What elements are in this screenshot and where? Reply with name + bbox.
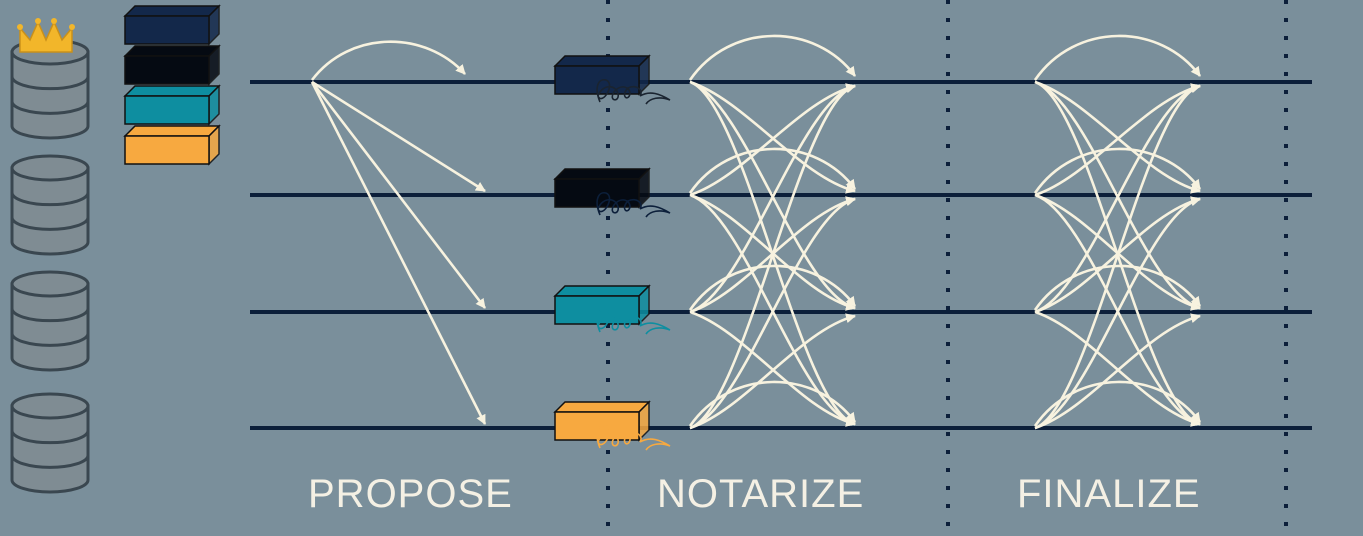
finalize-arrow-4-3: [1034, 313, 1201, 430]
proposed-block-navy: [553, 54, 651, 96]
database-icon: [10, 38, 90, 140]
queue-block-teal: [123, 84, 221, 126]
database-top: [10, 154, 90, 182]
crown-jewel-4: [69, 24, 75, 30]
queue-block-orange-front: [124, 135, 210, 165]
proposed-block-black-top: [553, 168, 651, 180]
propose-arrow-4: [310, 81, 487, 425]
signature-icon: [596, 191, 671, 218]
crown-jewel-1: [17, 24, 23, 30]
queue-block-navy-top: [123, 5, 221, 17]
database-top: [10, 270, 90, 298]
database-band-1: [10, 192, 90, 207]
finalize-arrow-2-2: [1033, 147, 1202, 194]
queue-block-black: [123, 44, 221, 86]
finalize-arrow-4-2: [1034, 196, 1201, 430]
database-body: [10, 404, 90, 494]
queue-block-teal-front: [124, 95, 210, 125]
notarize-arrow-2-2: [688, 147, 857, 194]
notarize-arrow-4-1: [689, 83, 856, 430]
propose-arrow-3: [310, 81, 487, 309]
database-body: [10, 166, 90, 256]
queue-block-orange-top: [123, 125, 221, 137]
queue-block-orange: [123, 124, 221, 166]
database-band-1: [10, 430, 90, 445]
phase-label-finalize: FINALIZE: [1017, 472, 1201, 516]
proposed-block-teal: [553, 284, 651, 326]
signature-icon: [596, 78, 671, 105]
proposed-block-orange: [553, 400, 651, 442]
database-body: [10, 50, 90, 140]
notarize-arrow-4-2: [689, 196, 856, 430]
database-band-1: [10, 76, 90, 91]
propose-arrow-2: [311, 80, 486, 193]
finalize-arrow-4-4: [1033, 380, 1202, 427]
crown-icon: [17, 18, 75, 53]
notarize-arrow-3-1: [689, 83, 856, 314]
notarize-arrow-4-4: [688, 380, 857, 427]
database-icon: [10, 154, 90, 256]
finalize-arrow-1-1: [1033, 34, 1202, 81]
database-icon: [10, 392, 90, 494]
signature-icon: [596, 308, 671, 335]
crown-jewel-2: [35, 18, 41, 24]
propose-arrow-1: [310, 40, 466, 81]
database-top: [10, 392, 90, 420]
database-body: [10, 282, 90, 372]
phase-label-propose: PROPOSE: [308, 472, 513, 516]
database-band-2: [10, 217, 90, 231]
proposed-block-black: [553, 167, 651, 209]
notarize-arrow-3-3: [688, 264, 857, 311]
proposed-block-orange-top: [553, 401, 651, 413]
notarize-arrow-1-2: [689, 80, 856, 194]
finalize-arrow-2-1: [1034, 83, 1201, 197]
notarize-arrow-1-1: [688, 34, 857, 81]
phase-label-notarize: NOTARIZE: [657, 472, 865, 516]
finalize-arrow-4-1: [1034, 83, 1201, 430]
proposed-block-teal-top: [553, 285, 651, 297]
database-band-1: [10, 308, 90, 323]
queue-block-teal-top: [123, 85, 221, 97]
finalize-arrow-3-1: [1034, 83, 1201, 314]
queue-block-navy: [123, 4, 221, 46]
proposed-block-navy-top: [553, 55, 651, 67]
queue-block-black-top: [123, 45, 221, 57]
signature-icon: [596, 424, 671, 451]
finalize-arrow-1-2: [1034, 80, 1201, 194]
notarize-arrow-4-3: [689, 313, 856, 430]
database-band-2: [10, 101, 90, 115]
database-band-2: [10, 455, 90, 469]
notarize-arrow-2-1: [689, 83, 856, 197]
database-band-2: [10, 333, 90, 347]
crown-jewel-3: [51, 18, 57, 24]
database-icon: [10, 270, 90, 372]
finalize-arrow-3-3: [1033, 264, 1202, 311]
crown-shape: [19, 20, 73, 53]
queue-block-black-front: [124, 55, 210, 85]
queue-block-navy-front: [124, 15, 210, 45]
